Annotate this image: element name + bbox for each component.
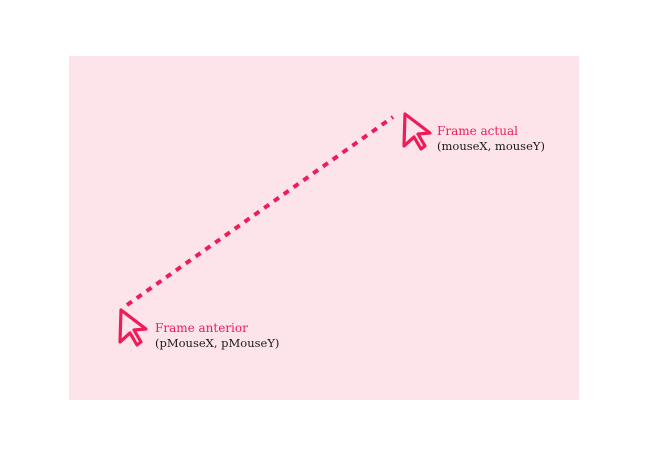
previous-frame-title: Frame anterior <box>155 321 248 335</box>
previous-frame-label: Frame anterior (pMouseX, pMouseY) <box>155 321 279 351</box>
diagram-background <box>69 56 579 400</box>
current-frame-label: Frame actual (mouseX, mouseY) <box>437 124 545 154</box>
previous-frame-cursor-icon <box>118 308 148 347</box>
current-frame-title: Frame actual <box>437 124 518 138</box>
current-frame-coords: (mouseX, mouseY) <box>437 139 545 153</box>
current-frame-cursor-icon <box>402 112 432 151</box>
previous-frame-coords: (pMouseX, pMouseY) <box>155 336 280 350</box>
